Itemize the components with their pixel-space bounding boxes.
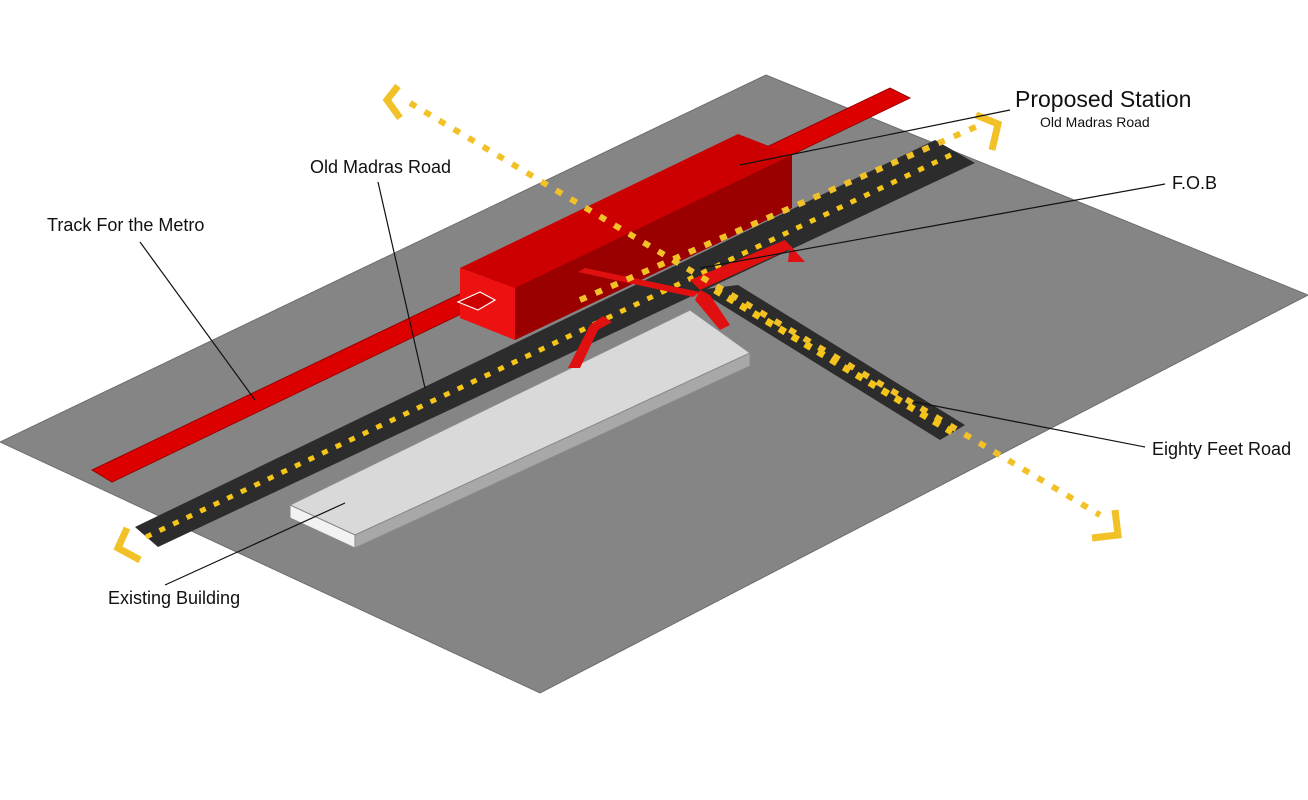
fob-deck-cross (690, 240, 792, 290)
chevron-icon (974, 111, 1003, 151)
leader-line-eighty-feet-road (914, 401, 1146, 448)
cross-direction-dotted-line-2 (578, 122, 982, 303)
leader-line-fob (699, 183, 1166, 269)
direction-arrow-bottom-left (113, 526, 142, 564)
fob-stair-left (568, 316, 612, 368)
direction-arrow-top-right (974, 111, 1003, 151)
station-top (460, 134, 792, 288)
existing-building-side (354, 352, 751, 549)
cross-direction-dotted-line-1 (408, 100, 1102, 518)
label-fob: F.O.B (1172, 173, 1218, 193)
chevron-icon (1091, 509, 1122, 542)
fob-stair-right (695, 290, 730, 330)
leader-line-track (139, 241, 256, 401)
label-eighty-feet-road: Eighty Feet Road (1152, 439, 1292, 459)
existing-building (288, 309, 751, 549)
proposed-station-block (456, 134, 792, 340)
label-existing-building: Existing Building (108, 588, 241, 608)
chevron-icon (113, 526, 142, 564)
fob-structure (568, 240, 805, 368)
label-proposed-station-sub: Old Madras Road (1040, 114, 1150, 130)
direction-arrow-top-left (382, 83, 403, 121)
fob-stair-far (788, 245, 805, 262)
station-side (515, 155, 792, 340)
leader-line-existing-building (164, 502, 346, 586)
chevron-icon (382, 83, 403, 121)
eighty-feet-road-centre-marking (713, 286, 954, 436)
leader-line-old-madras-road (377, 181, 426, 389)
fob-deck (578, 268, 700, 297)
label-old-madras-road: Old Madras Road (310, 157, 452, 177)
station-track-opening (456, 291, 497, 311)
label-proposed-station: Proposed Station (1015, 86, 1192, 112)
label-track-for-metro: Track For the Metro (47, 215, 205, 235)
direction-arrow-bottom-right (1091, 509, 1122, 542)
leader-line-proposed-station (739, 109, 1011, 166)
